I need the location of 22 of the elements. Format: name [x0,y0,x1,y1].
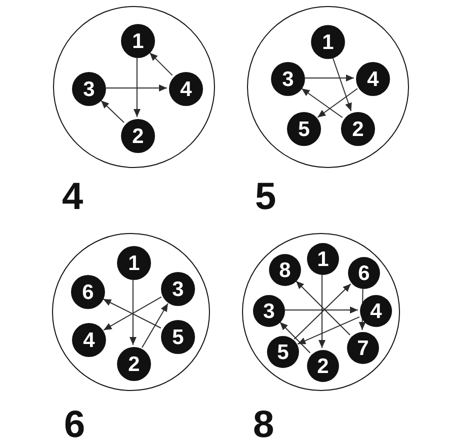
panel-number: 8 [253,406,274,444]
panel-number: 5 [255,178,276,216]
arrow [134,58,140,118]
circle-frame [52,233,210,391]
circle-frame [242,233,400,391]
arrow [100,100,124,123]
circle-frame [247,6,409,168]
arrow [142,303,168,348]
arrow [106,84,168,92]
arrow [130,280,136,346]
arrow [279,322,311,354]
arrow [284,306,358,314]
arrow [318,274,326,348]
arrow [297,316,360,345]
circle-frame [53,6,215,168]
panel-number: 4 [62,178,84,216]
arrow [301,88,343,118]
arrow [332,58,352,112]
panel-number: 6 [64,406,86,444]
arrow [149,52,173,76]
arrow [304,74,354,82]
arrow [317,88,358,118]
